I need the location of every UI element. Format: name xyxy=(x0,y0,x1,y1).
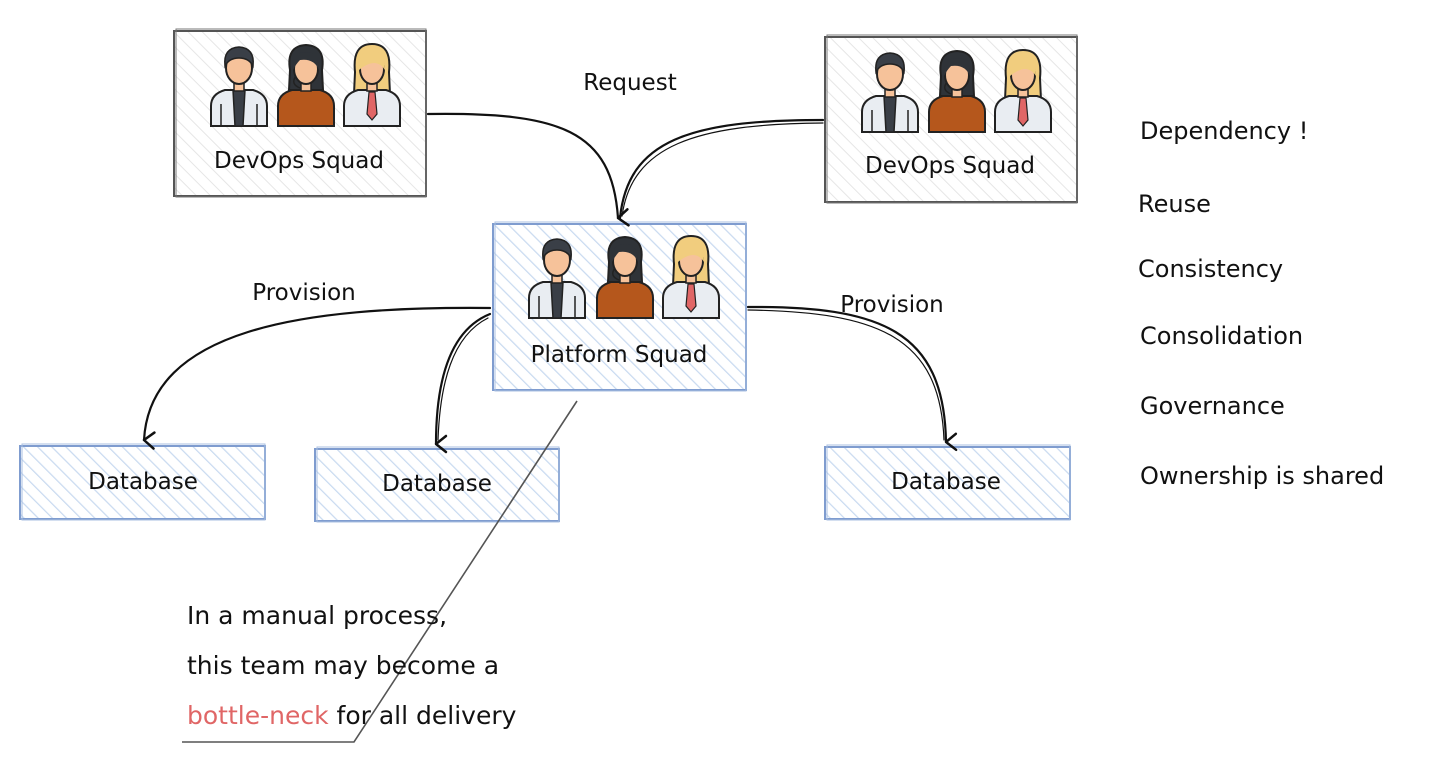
bottleneck-highlight: bottle-neck xyxy=(187,701,329,730)
team-members-icon xyxy=(528,235,720,319)
side-item-dependency: Dependency ! xyxy=(1140,117,1308,145)
platform-squad-label: Platform Squad xyxy=(531,342,708,368)
devops-squad-right-label: DevOps Squad xyxy=(865,153,1035,179)
database-node-2: Database xyxy=(314,446,560,523)
team-members-icon xyxy=(861,49,1052,133)
provision-arrow-db1 xyxy=(142,306,492,450)
database-node-3: Database xyxy=(824,444,1071,521)
side-list: Dependency ! Reuse Consistency Consolida… xyxy=(1138,117,1384,490)
request-arrow-right-stroke xyxy=(621,122,824,217)
provision-arrow-db3-stroke xyxy=(747,309,945,441)
note-line-3-rest: for all delivery xyxy=(329,701,517,730)
database-label: Database xyxy=(88,469,198,495)
devops-squad-left-node: DevOps Squad xyxy=(173,28,427,198)
note-line-2: this team may become a xyxy=(187,651,499,680)
callout-line xyxy=(182,400,578,743)
bottleneck-note: In a manual process, this team may becom… xyxy=(187,601,517,730)
note-line-1: In a manual process, xyxy=(187,601,447,630)
note-line-3: bottle-neck for all delivery xyxy=(187,701,517,730)
side-item-governance: Governance xyxy=(1140,392,1285,420)
provision-arrow-db2 xyxy=(434,312,492,454)
side-item-consistency: Consistency xyxy=(1138,255,1283,283)
side-item-reuse: Reuse xyxy=(1138,190,1211,218)
devops-squad-right-node: DevOps Squad xyxy=(824,34,1078,204)
provision-label-right: Provision xyxy=(840,292,944,318)
team-members-icon xyxy=(210,43,401,127)
database-node-1: Database xyxy=(19,443,266,521)
request-label: Request xyxy=(583,70,676,96)
request-arrow-left xyxy=(426,112,630,227)
database-label: Database xyxy=(382,471,492,497)
devops-squad-left-label: DevOps Squad xyxy=(214,148,384,174)
provision-arrow-db3 xyxy=(746,305,958,452)
side-item-consolidation: Consolidation xyxy=(1140,322,1303,350)
side-item-ownership: Ownership is shared xyxy=(1140,462,1384,490)
request-arrow-right xyxy=(618,118,825,220)
platform-squad-node: Platform Squad xyxy=(492,221,747,392)
provision-arrow-db2-stroke xyxy=(437,317,489,441)
database-label: Database xyxy=(891,469,1001,495)
provision-label-left: Provision xyxy=(252,280,356,306)
